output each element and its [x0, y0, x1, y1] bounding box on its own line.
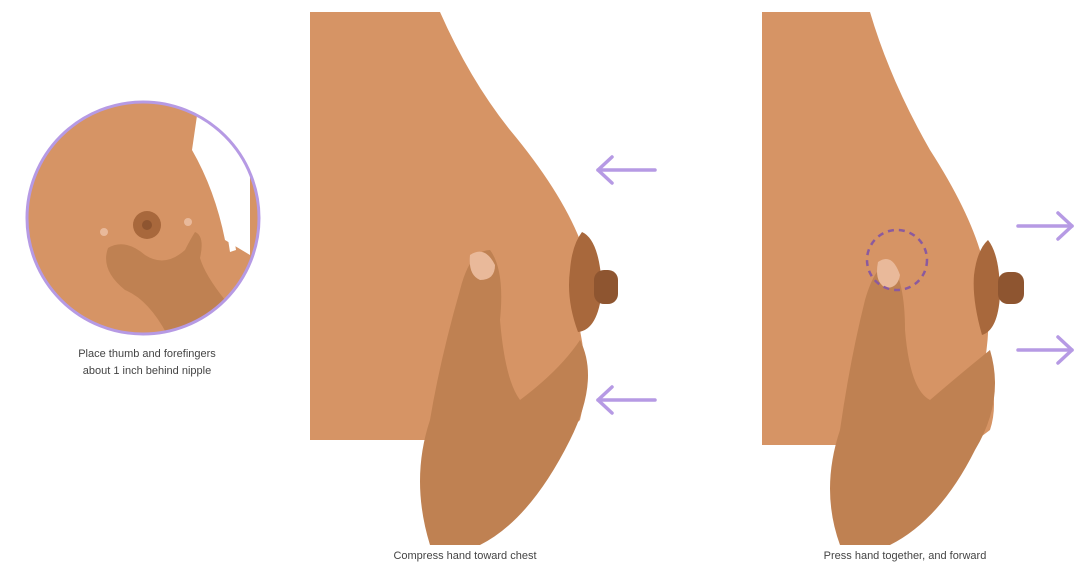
step-1-caption-line-2: about 1 inch behind nipple — [22, 363, 272, 380]
step-1-caption-line-1: Place thumb and forefingers — [22, 346, 272, 363]
compress-arrow-top — [598, 157, 655, 183]
step-3-caption: Press hand together, and forward — [740, 548, 1070, 565]
nipple — [594, 270, 618, 304]
step-2-caption: Compress hand toward chest — [300, 548, 630, 565]
forward-arrow-bottom — [1018, 337, 1072, 363]
step-1-caption: Place thumb and forefingers about 1 inch… — [22, 346, 272, 380]
step-3-illustration — [762, 12, 1024, 545]
nipple — [998, 272, 1024, 304]
step-2-illustration — [310, 12, 618, 545]
forward-arrow-top — [1018, 213, 1072, 239]
magnified-circle — [20, 95, 270, 345]
nipple — [142, 220, 152, 230]
compress-arrow-bottom — [598, 387, 655, 413]
